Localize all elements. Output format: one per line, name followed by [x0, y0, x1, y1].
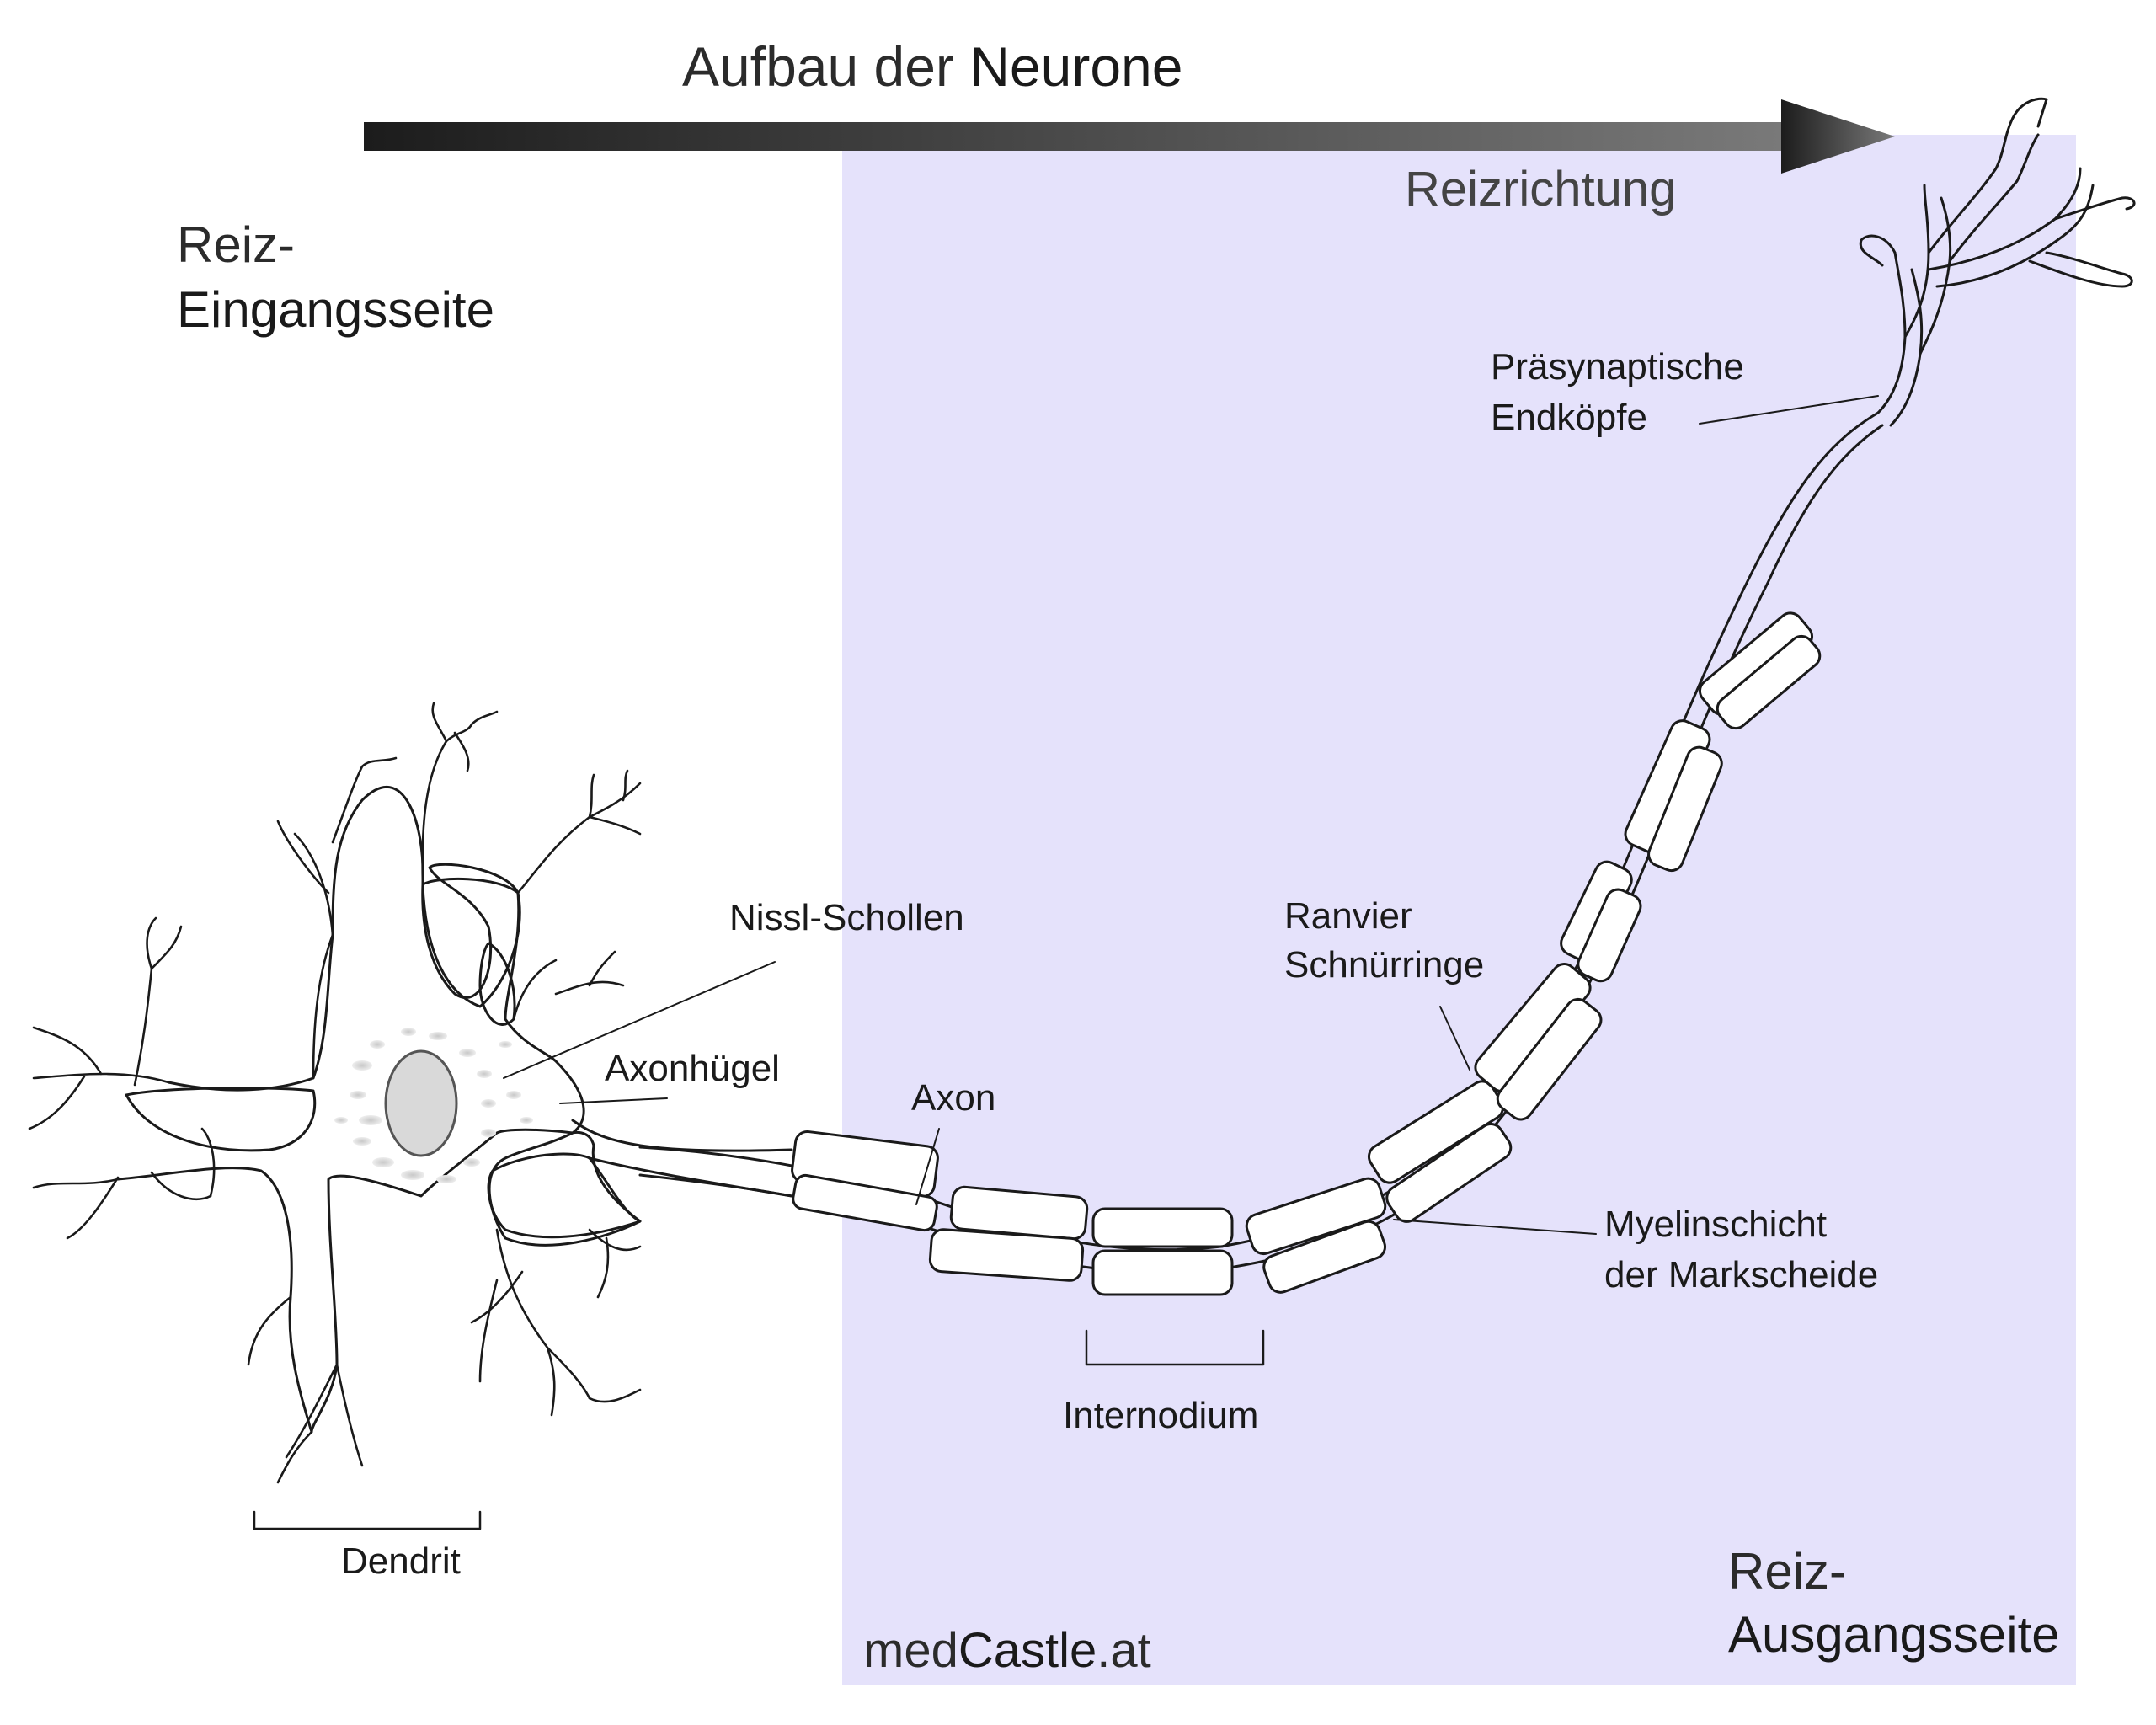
- cell-nucleus: [384, 1049, 458, 1157]
- label-dendrite: Dendrit: [341, 1541, 461, 1582]
- presynaptic-branches: [1859, 97, 2136, 427]
- diagram-title: Aufbau der Neurone: [682, 34, 1182, 100]
- leader-lines: [503, 395, 1879, 1235]
- title-light: Aufbau der: [682, 35, 954, 98]
- cell-body: [116, 785, 642, 1434]
- title-strong: Neurone: [969, 35, 1183, 98]
- brand-tld: .at: [1097, 1623, 1151, 1678]
- internode-bracket: [1085, 1329, 1265, 1366]
- brand-light: med: [863, 1623, 958, 1678]
- dendrite-branches: [28, 702, 642, 1484]
- dendrite-bracket: [253, 1510, 482, 1530]
- input-side-line2: Eingangsseite: [177, 281, 494, 338]
- label-presynaptic-1: Präsynaptische: [1491, 346, 1744, 387]
- brand-strong: Castle: [958, 1623, 1097, 1678]
- label-axon-hillock: Axonhügel: [605, 1048, 780, 1089]
- label-nissl: Nissl-Schollen: [729, 897, 964, 938]
- axon-hillock: [571, 1119, 793, 1198]
- cell-lobe-right: [478, 942, 516, 1026]
- cell-lobe-lower: [487, 1152, 642, 1239]
- output-side-line2: Ausgangsseite: [1728, 1606, 2060, 1663]
- nissl-bodies: [334, 1028, 533, 1183]
- myelin-sheaths: [791, 611, 1822, 1296]
- output-side-line1: Reiz-: [1728, 1543, 1847, 1599]
- stimulus-direction-arrow: [364, 99, 1895, 174]
- label-ranvier-2: Schnürringe: [1284, 944, 1485, 985]
- cell-lobe-left: [125, 1087, 317, 1152]
- label-myelin-2: der Markscheide: [1604, 1254, 1879, 1295]
- label-presynaptic-2: Endköpfe: [1491, 397, 1647, 438]
- label-myelin-1: Myelinschicht: [1604, 1204, 1828, 1245]
- direction-label: Reizrichtung: [1405, 162, 1677, 216]
- output-side-panel: [842, 135, 2076, 1685]
- input-side-line1: Reiz-: [177, 216, 296, 273]
- label-axon: Axon: [911, 1077, 996, 1119]
- label-internode: Internodium: [1063, 1395, 1259, 1436]
- label-ranvier-1: Ranvier: [1284, 895, 1412, 937]
- brand-logo: medCastle.at: [863, 1621, 1151, 1680]
